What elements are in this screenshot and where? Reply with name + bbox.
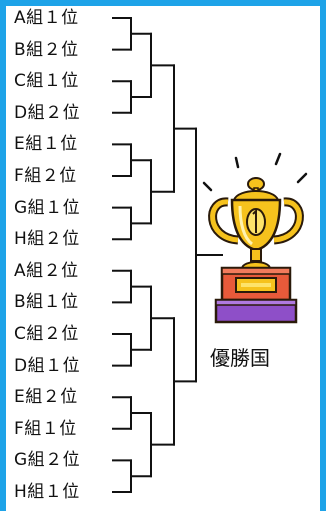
team-label: E組２位: [14, 387, 78, 408]
sparkle-lines: [202, 152, 308, 192]
team-label: E組１位: [14, 134, 78, 155]
team-label: D組２位: [14, 102, 81, 123]
team-label: A組２位: [14, 260, 79, 281]
team-label: F組１位: [14, 418, 77, 439]
team-label: H組１位: [14, 482, 80, 502]
trophy-icon: [202, 152, 308, 324]
team-label: D組１位: [14, 355, 81, 376]
team-label: A組１位: [14, 8, 79, 28]
team-label: G組２位: [14, 450, 81, 471]
champion-label: 優勝国: [210, 346, 270, 370]
team-label: C組１位: [14, 71, 79, 92]
team-label: F組２位: [14, 166, 77, 186]
team-label: G組１位: [14, 197, 81, 218]
team-label: C組２位: [14, 324, 79, 344]
team-label: B組１位: [14, 292, 79, 313]
team-label: H組２位: [14, 229, 80, 250]
team-label: B組２位: [14, 39, 79, 60]
